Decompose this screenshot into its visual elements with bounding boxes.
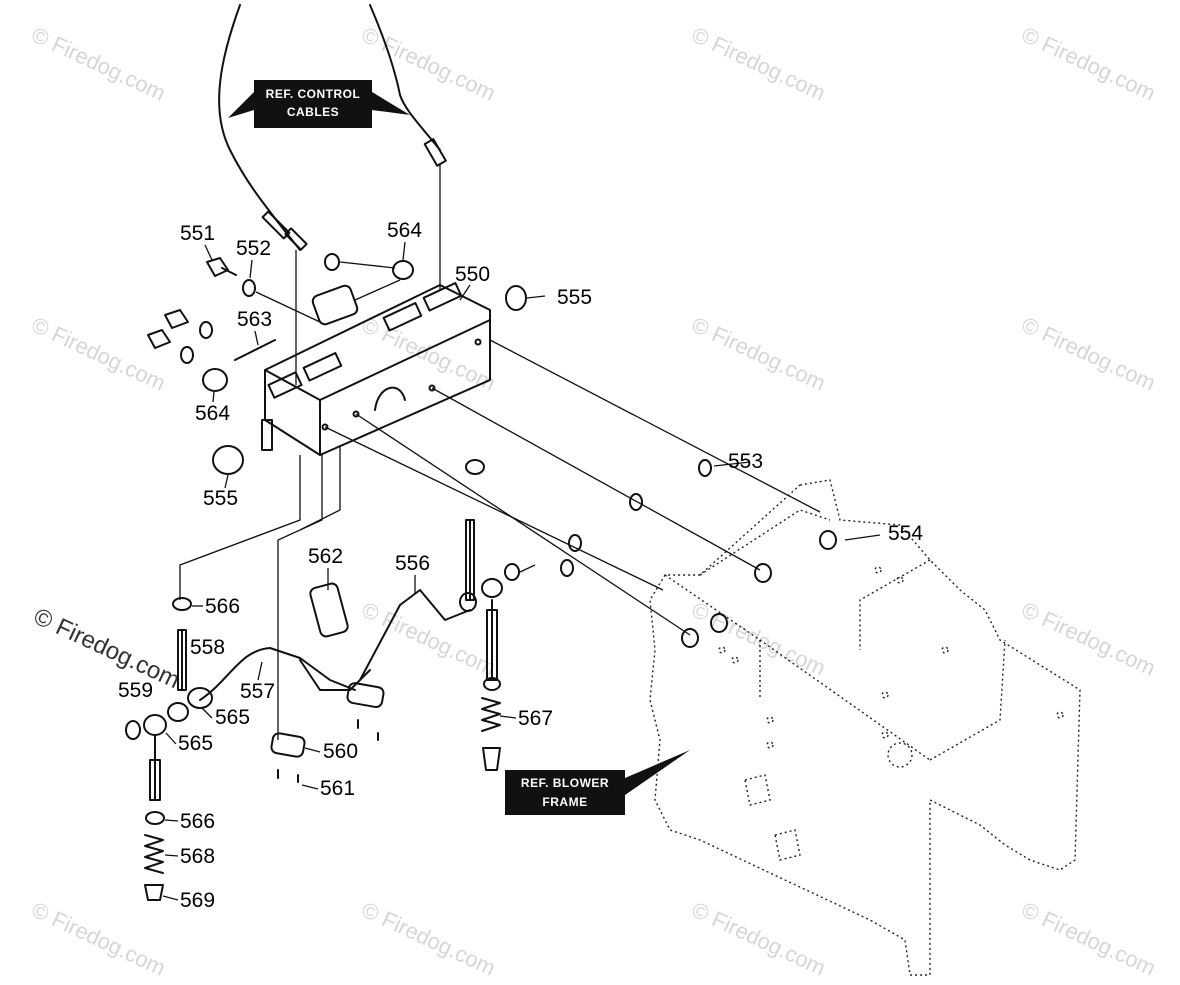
part-label-551: 551 (180, 222, 215, 245)
control-cables (218, 4, 447, 385)
callout-control-cables-line1: REF. CONTROL (266, 87, 361, 101)
bracket-550 (261, 282, 491, 456)
part-label-550: 550 (455, 263, 490, 286)
part-label-566: 566 (180, 810, 215, 833)
blower-frame-drawing (649, 479, 1081, 976)
part-label-559: 559 (118, 679, 153, 702)
watermark: © Firedog.com (28, 312, 170, 396)
linkage-rods (125, 445, 536, 901)
part-label-555: 555 (203, 487, 238, 510)
part-label-553: 553 (728, 450, 763, 473)
part-label-565: 565 (178, 732, 213, 755)
watermarks: © Firedog.com © Firedog.com © Firedog.co… (28, 22, 1160, 981)
part-label-561: 561 (320, 777, 355, 800)
watermark: © Firedog.com (688, 597, 830, 681)
callout-blower-frame-line1: REF. BLOWER (521, 776, 609, 790)
part-label-564: 564 (387, 219, 422, 242)
part-label-568: 568 (180, 845, 215, 868)
part-label-562: 562 (308, 545, 343, 568)
part-label-560: 560 (323, 740, 358, 763)
part-label-565: 565 (215, 706, 250, 729)
callout-control-cables: REF. CONTROL CABLES (228, 80, 410, 128)
part-label-558: 558 (190, 636, 225, 659)
watermark: © Firedog.com (28, 897, 170, 981)
callout-blower-frame-line2: FRAME (542, 795, 587, 809)
watermark: © Firedog.com (688, 22, 830, 106)
watermark: © Firedog.com (1018, 897, 1160, 981)
watermark: © Firedog.com (688, 897, 830, 981)
part-label-566: 566 (205, 595, 240, 618)
watermark: © Firedog.com (1018, 312, 1160, 396)
watermark: © Firedog.com (358, 22, 500, 106)
bracket-hardware (147, 253, 546, 475)
watermark: © Firedog.com (1018, 597, 1160, 681)
alignment-lines (324, 339, 881, 648)
watermark: © Firedog.com (688, 312, 830, 396)
part-label-563: 563 (237, 308, 272, 331)
watermark: © Firedog.com (29, 603, 183, 694)
part-label-554: 554 (888, 522, 923, 545)
part-label-556: 556 (395, 552, 430, 575)
part-label-564: 564 (195, 402, 230, 425)
part-label-569: 569 (180, 889, 215, 912)
part-label-557: 557 (240, 680, 275, 703)
watermark: © Firedog.com (1018, 22, 1160, 106)
watermark: © Firedog.com (28, 22, 170, 106)
part-labels: 551 552 564 550 555 563 564 555 553 554 … (118, 219, 923, 912)
part-label-555: 555 (557, 286, 592, 309)
callout-control-cables-line2: CABLES (287, 105, 339, 119)
callout-blower-frame: REF. BLOWER FRAME (505, 750, 690, 815)
watermark: © Firedog.com (358, 897, 500, 981)
part-label-552: 552 (236, 237, 271, 260)
watermark: © Firedog.com (358, 597, 500, 681)
part-label-567: 567 (518, 707, 553, 730)
